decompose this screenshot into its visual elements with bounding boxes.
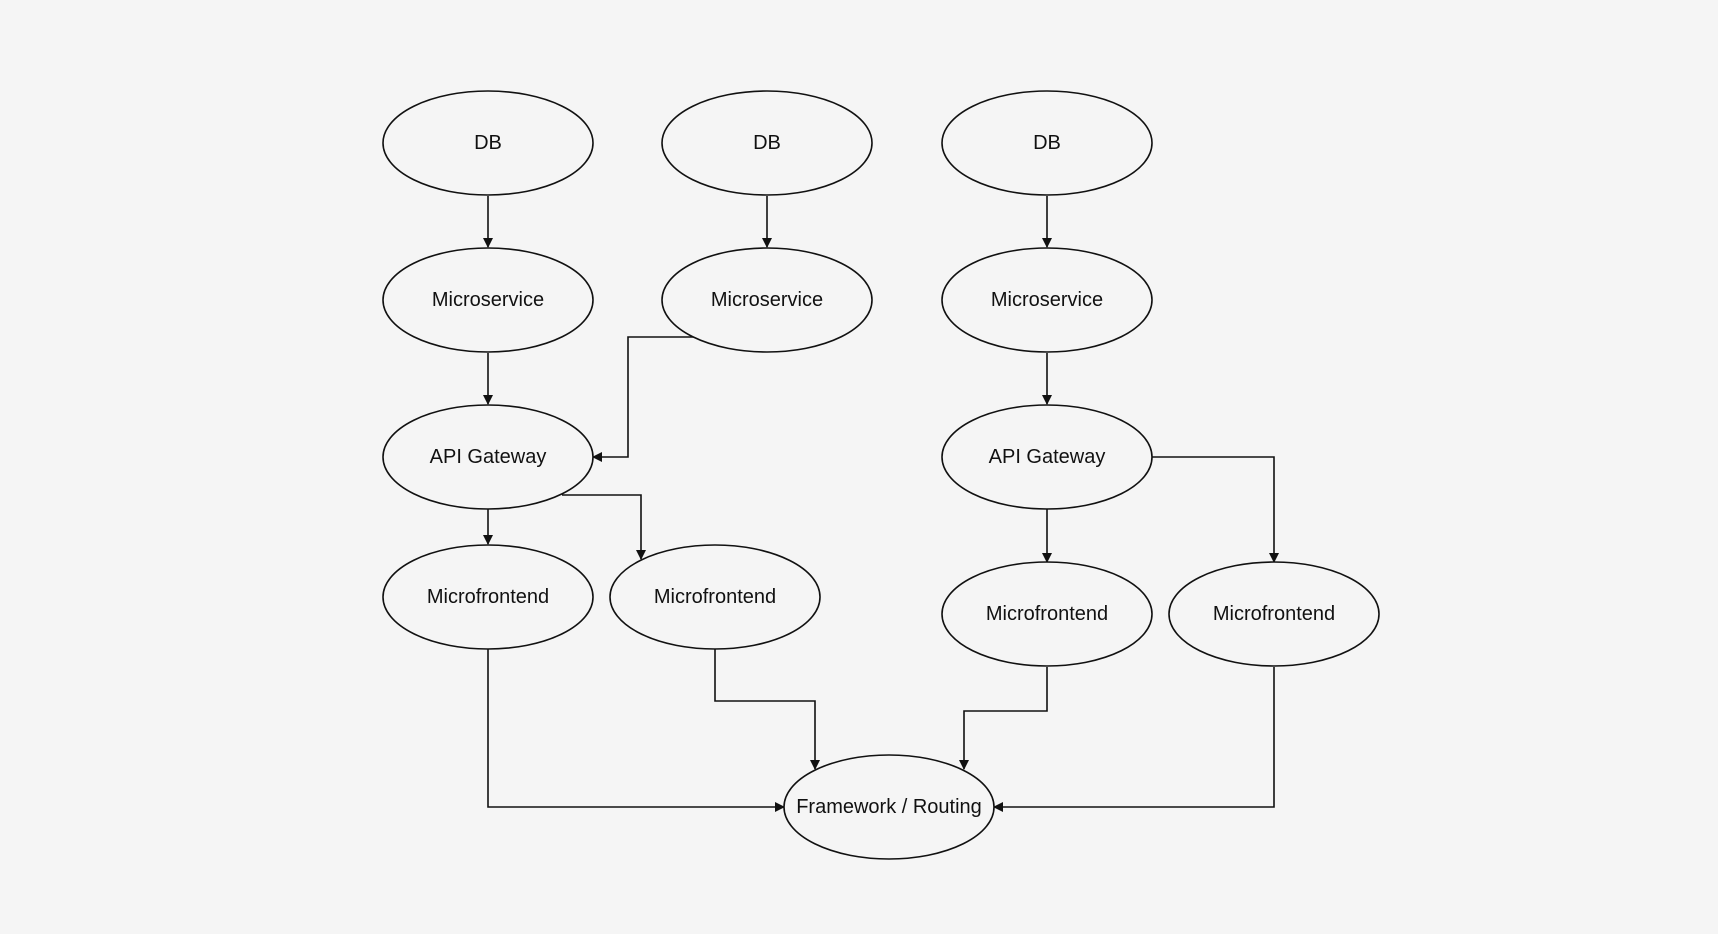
edge-gw1-mf2 xyxy=(562,494,646,560)
node-framework-routing: Framework / Routing xyxy=(783,754,995,860)
node-db-1: DB xyxy=(382,90,594,196)
node-label: Framework / Routing xyxy=(796,796,982,818)
node-microservice-2: Microservice xyxy=(661,247,873,353)
edge-mf3-fr xyxy=(959,667,1048,770)
node-label: Microservice xyxy=(991,289,1103,311)
node-db-2: DB xyxy=(661,90,873,196)
node-microservice-3: Microservice xyxy=(941,247,1153,353)
edge-mf1-fr xyxy=(487,649,785,812)
node-microfrontend-3: Microfrontend xyxy=(941,561,1153,667)
node-label: DB xyxy=(1033,132,1061,154)
node-db-3: DB xyxy=(941,90,1153,196)
edge-ms2-gw1 xyxy=(592,336,694,462)
edges xyxy=(483,196,1279,812)
node-label: DB xyxy=(753,132,781,154)
node-label: API Gateway xyxy=(430,446,547,468)
node-api-gateway-1: API Gateway xyxy=(382,404,594,510)
node-microfrontend-4: Microfrontend xyxy=(1168,561,1380,667)
node-label: Microfrontend xyxy=(654,586,776,608)
node-api-gateway-2: API Gateway xyxy=(941,404,1153,510)
node-label: Microfrontend xyxy=(427,586,549,608)
node-label: Microfrontend xyxy=(986,603,1108,625)
nodes: DB DB DB Microservice Microservice Micro… xyxy=(382,90,1380,860)
edge-mf4-fr xyxy=(993,667,1275,812)
edge-gw2-mf4 xyxy=(1152,456,1279,563)
node-label: Microfrontend xyxy=(1213,603,1335,625)
node-label: Microservice xyxy=(711,289,823,311)
node-microservice-1: Microservice xyxy=(382,247,594,353)
edge-mf2-fr xyxy=(714,649,820,770)
node-label: Microservice xyxy=(432,289,544,311)
node-label: API Gateway xyxy=(989,446,1106,468)
node-microfrontend-2: Microfrontend xyxy=(609,544,821,650)
node-microfrontend-1: Microfrontend xyxy=(382,544,594,650)
node-label: DB xyxy=(474,132,502,154)
